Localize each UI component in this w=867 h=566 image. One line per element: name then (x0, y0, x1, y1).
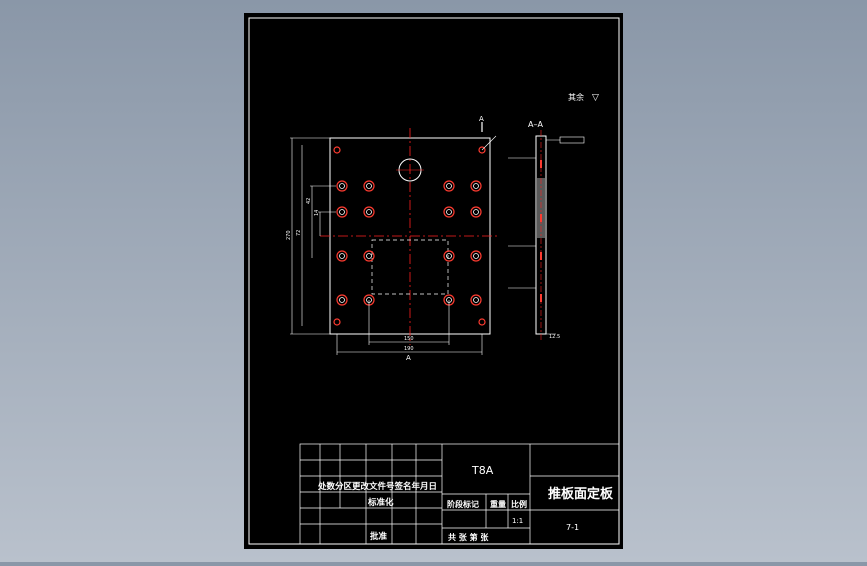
hole-inner (446, 183, 452, 189)
corner-hole (478, 146, 486, 154)
roughness-label: 其余 (568, 92, 584, 102)
row-labels: 处数分区更改文件号签名年月日 (317, 481, 437, 492)
corner-hole (478, 318, 486, 326)
section-leaders (508, 157, 556, 335)
counterbore-hole (336, 180, 348, 192)
weight-label: 重量 (490, 499, 506, 509)
hole-inner (446, 253, 452, 259)
hole-inner (446, 209, 452, 215)
hole-inner (339, 253, 345, 259)
cut-label-bottom: A (406, 354, 411, 362)
hole-inner (339, 209, 345, 215)
roughness-symbol-icon: ▽ (592, 93, 599, 103)
counterbore-hole (443, 250, 455, 262)
counterbore-hole (443, 206, 455, 218)
leader-line (481, 135, 497, 151)
hole-inner (366, 253, 372, 259)
hole-pattern (336, 180, 482, 306)
counterbore-hole (470, 206, 482, 218)
dimensions-left (290, 137, 336, 335)
dim-left-b: 72 (296, 230, 302, 236)
counterbore-hole (443, 180, 455, 192)
hole-inner (339, 297, 345, 303)
dim-left-d: 14 (314, 210, 320, 216)
dim-width-inner: 150 (404, 336, 414, 342)
ratio-label: 比例 (511, 499, 527, 509)
cut-label-top: A (479, 115, 484, 123)
dim-width-total: 190 (404, 346, 414, 352)
drawing-sheet (244, 13, 623, 549)
counterbore-hole (363, 180, 375, 192)
counterbore-hole (336, 294, 348, 306)
title-block (299, 443, 620, 545)
scale-value: 1:1 (512, 517, 523, 525)
part-name: 推板面定板 (548, 486, 614, 502)
hole-inner (473, 209, 479, 215)
dimensions-bottom (336, 300, 483, 355)
counterbore-hole (363, 250, 375, 262)
stage-mark-label: 阶段标记 (447, 499, 479, 509)
corner-hole (333, 146, 341, 154)
dim-left-a: 270 (286, 230, 292, 240)
material-label: T8A (471, 464, 494, 477)
plate-front-view (320, 128, 500, 345)
hole-inner (473, 253, 479, 259)
counterbore-hole (363, 206, 375, 218)
counterbore-hole (336, 250, 348, 262)
hole-inner (473, 183, 479, 189)
corner-hole (333, 318, 341, 326)
hole-inner (366, 209, 372, 215)
drawing-number: 7-1 (566, 523, 579, 532)
hole-inner (339, 183, 345, 189)
approve-label: 批准 (370, 531, 388, 542)
counterbore-hole (336, 206, 348, 218)
counterbore-hole (470, 180, 482, 192)
section-view (508, 130, 585, 340)
counterbore-hole (470, 250, 482, 262)
standardize-label: 标准化 (367, 497, 394, 508)
dim-right-a: 12.5 (549, 334, 560, 340)
dim-left-c: 42 (306, 198, 312, 204)
sheet-label: 共 张 第 张 (448, 532, 489, 542)
hole-inner (473, 297, 479, 303)
hole-inner (366, 183, 372, 189)
counterbore-hole (470, 294, 482, 306)
section-view-title: A–A (528, 120, 543, 129)
hidden-recess (371, 239, 449, 295)
